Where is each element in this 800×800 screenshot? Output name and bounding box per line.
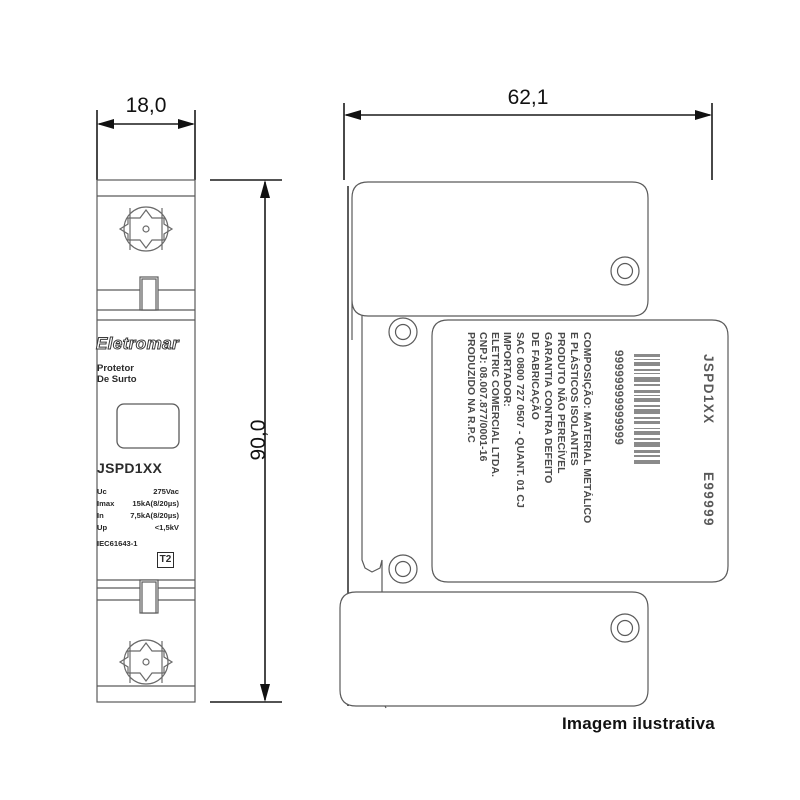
- product-subtitle: Protetor De Surto: [97, 363, 137, 385]
- arrowhead-right: [178, 119, 195, 129]
- tab-upper-inner: [141, 278, 157, 311]
- screw-center-top: [142, 225, 150, 233]
- product-subtitle-line2: De Surto: [97, 374, 137, 385]
- dimension-height: [210, 179, 282, 703]
- screw-cross-shape-bottom: [118, 642, 174, 682]
- barcode-digits: 99999999999999: [612, 350, 624, 446]
- type-badge: T2: [157, 552, 174, 568]
- legal-line: PRODUZIDO NA R.P.C: [465, 332, 476, 443]
- table-row: Imax 15kA(8/20µs): [97, 497, 179, 509]
- illustrative-caption: Imagem ilustrativa: [562, 714, 715, 733]
- spec-key: In: [97, 510, 104, 520]
- barcode: [634, 354, 660, 464]
- dimension-width-front-text: 18,0: [126, 94, 167, 117]
- legal-line: COMPOSIÇÃO: MATERIAL METÁLICO: [581, 332, 592, 524]
- dimension-height-text: 90,0: [247, 420, 270, 461]
- spec-value: 15kA(8/20µs): [132, 498, 179, 508]
- tab-lower-inner: [141, 581, 157, 614]
- arrowhead-left: [97, 119, 114, 129]
- legal-line: PRODUTO NÃO PERECÍVEL: [555, 332, 566, 474]
- side-view-upper-plate: [351, 181, 649, 340]
- arrowhead-side-left: [344, 110, 361, 120]
- brand-name: Eletromar: [96, 334, 180, 354]
- specification-table: Uc 275Vac Imax 15kA(8/20µs) In 7,5kA(8/2…: [97, 485, 179, 534]
- side-serial-code: E99999: [701, 472, 716, 527]
- spec-value: 7,5kA(8/20µs): [130, 510, 179, 520]
- upper-plate-outline: [351, 181, 649, 340]
- label-plate-hole-top-inner: [394, 323, 412, 341]
- dimension-width-front: [96, 110, 196, 180]
- lower-plate-outline: [339, 591, 649, 707]
- legal-line: E PLÁSTICOS ISOLANTES: [568, 332, 579, 466]
- legal-line: CNPJ: 08.007.877/0001-16: [477, 332, 488, 462]
- dimension-width-side-text: 62,1: [508, 86, 549, 109]
- table-row: In 7,5kA(8/20µs): [97, 509, 179, 521]
- screw-cross-shape-top: [118, 209, 174, 249]
- spec-key: Uc: [97, 486, 107, 496]
- spec-key: Imax: [97, 498, 115, 508]
- front-label-print: Eletromar Protetor De Surto JSPD1XX Uc 2…: [95, 330, 181, 570]
- upper-plate-hole-inner: [616, 262, 634, 280]
- legal-line: DE FABRICAÇÃO: [529, 332, 540, 420]
- arrowhead-bottom: [260, 684, 270, 702]
- label-plate-hole-bottom-inner: [394, 560, 412, 578]
- legal-line: IMPORTADOR:: [501, 332, 512, 407]
- terminal-screw-top: [118, 206, 174, 252]
- table-row: Up <1,5kV: [97, 522, 179, 534]
- lower-plate-hole-inner: [616, 619, 634, 637]
- spec-value: 275Vac: [153, 486, 179, 496]
- arrowhead-top: [260, 180, 270, 198]
- screw-circle-bottom: [123, 639, 169, 685]
- product-subtitle-line1: Protetor: [97, 363, 134, 374]
- spec-key: Up: [97, 523, 108, 533]
- terminal-screw-bottom: [118, 639, 174, 685]
- side-model-code: JSPD1XX: [701, 354, 716, 425]
- front-model-code: JSPD1XX: [97, 460, 163, 476]
- legal-line: GARANTIA CONTRA DEFEITO: [542, 332, 553, 484]
- screw-center-bottom: [142, 658, 150, 666]
- arrowhead-side-right: [695, 110, 712, 120]
- legal-line: SAC 0800 727 0507 - QUANT. 01 CJ: [514, 332, 525, 508]
- dimension-width-side: [343, 103, 713, 180]
- legal-line: ELETRIC COMERCIAL LTDA.: [489, 332, 500, 478]
- table-row: Uc 275Vac: [97, 485, 179, 497]
- spec-value: <1,5kV: [154, 523, 179, 533]
- screw-circle-top: [123, 206, 169, 252]
- side-view-lower-plate: [339, 591, 649, 707]
- indicator-window: [116, 403, 180, 449]
- standard-reference: IEC61643-1: [97, 539, 138, 548]
